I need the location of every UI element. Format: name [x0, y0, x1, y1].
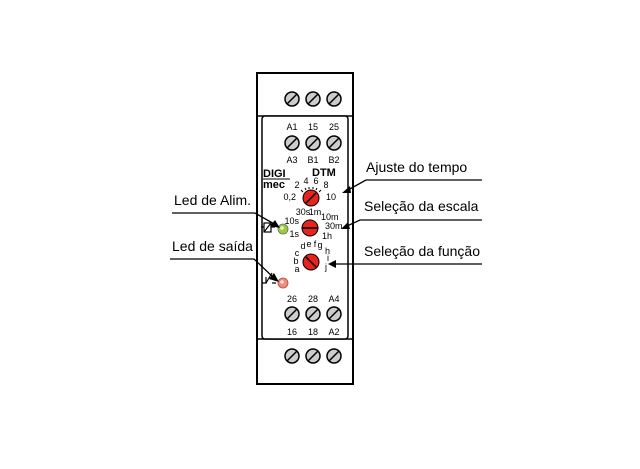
func-mark-h: h: [325, 246, 330, 256]
callout-time-adjust: Ajuste do tempo: [342, 159, 482, 193]
screw-icon: [284, 135, 300, 151]
screw-icon: [326, 348, 342, 364]
model-name: DTM: [312, 167, 336, 179]
terminal-label-b1: B1: [307, 155, 318, 165]
brand-mec: mec: [263, 179, 285, 191]
power-led-glint: [280, 226, 284, 230]
bottom-screw-row: [284, 348, 342, 364]
terminal-label-a4: A4: [328, 294, 339, 304]
terminal-label-18: 18: [308, 327, 318, 337]
func-mark-g: g: [317, 240, 322, 250]
screw-icon: [326, 306, 342, 322]
top-screw-row: [284, 91, 342, 107]
callout-time-adjust-label: Ajuste do tempo: [366, 159, 467, 175]
inner-top-screw-row: [284, 135, 342, 151]
time-mark-2: 2: [294, 180, 299, 190]
screw-icon: [326, 91, 342, 107]
callout-output-led: Led de saída: [170, 238, 279, 282]
callout-function-select: Seleção da função: [328, 243, 482, 268]
callout-power-led-label: Led de Alim.: [174, 192, 251, 208]
screw-icon: [284, 306, 300, 322]
func-mark-c: c: [295, 248, 300, 258]
time-mark-8: 8: [323, 180, 328, 190]
callout-power-led: Led de Alim.: [172, 192, 280, 228]
time-mark-0-2: 0,2: [283, 192, 296, 202]
callout-scale-select-label: Seleção da escala: [364, 198, 479, 214]
terminal-label-b2: B2: [328, 155, 339, 165]
time-mark-6: 6: [313, 176, 318, 186]
function-select-knob[interactable]: [302, 253, 320, 271]
screw-icon: [284, 348, 300, 364]
scale-mark-10s: 10s: [284, 216, 299, 226]
func-mark-a: a: [294, 264, 299, 274]
time-adjust-knob[interactable]: [302, 189, 320, 207]
terminal-label-16: 16: [287, 327, 297, 337]
scale-mark-10m: 10m: [321, 212, 339, 222]
screw-icon: [305, 348, 321, 364]
callout-function-select-label: Seleção da função: [364, 243, 480, 259]
func-mark-j: j: [324, 262, 327, 272]
time-mark-4: 4: [303, 176, 308, 186]
scale-select-knob[interactable]: [301, 219, 319, 237]
scale-mark-1m: 1m: [309, 207, 322, 217]
screw-icon: [305, 306, 321, 322]
screw-icon: [326, 135, 342, 151]
callout-scale-select: Seleção da escala: [341, 198, 482, 229]
terminal-label-25: 25: [329, 122, 339, 132]
func-mark-e: e: [306, 239, 311, 249]
terminal-label-15: 15: [308, 122, 318, 132]
terminal-label-28: 28: [308, 294, 318, 304]
brand-digi: DIGI: [263, 168, 286, 180]
scale-mark-1s: 1s: [289, 229, 299, 239]
func-mark-f: f: [314, 239, 317, 249]
terminal-label-a2: A2: [328, 327, 339, 337]
screw-icon: [305, 135, 321, 151]
scale-mark-30m: 30m: [325, 221, 343, 231]
time-mark-10: 10: [326, 192, 336, 202]
relay-coil-icon: [261, 222, 275, 233]
callout-output-led-label: Led de saída: [172, 238, 253, 254]
output-led-glint: [280, 280, 284, 284]
terminal-label-a3: A3: [286, 155, 297, 165]
terminal-label-a1: A1: [286, 122, 297, 132]
func-mark-i: i: [327, 253, 329, 263]
screw-icon: [305, 91, 321, 107]
scale-mark-30s: 30s: [296, 207, 311, 217]
terminal-label-26: 26: [287, 294, 297, 304]
scale-mark-1h: 1h: [322, 231, 332, 241]
time-dial-ticks: [300, 187, 322, 193]
func-mark-d: d: [300, 241, 305, 251]
func-mark-b: b: [293, 256, 298, 266]
screw-icon: [284, 91, 300, 107]
inner-bottom-screw-row: [284, 306, 342, 322]
